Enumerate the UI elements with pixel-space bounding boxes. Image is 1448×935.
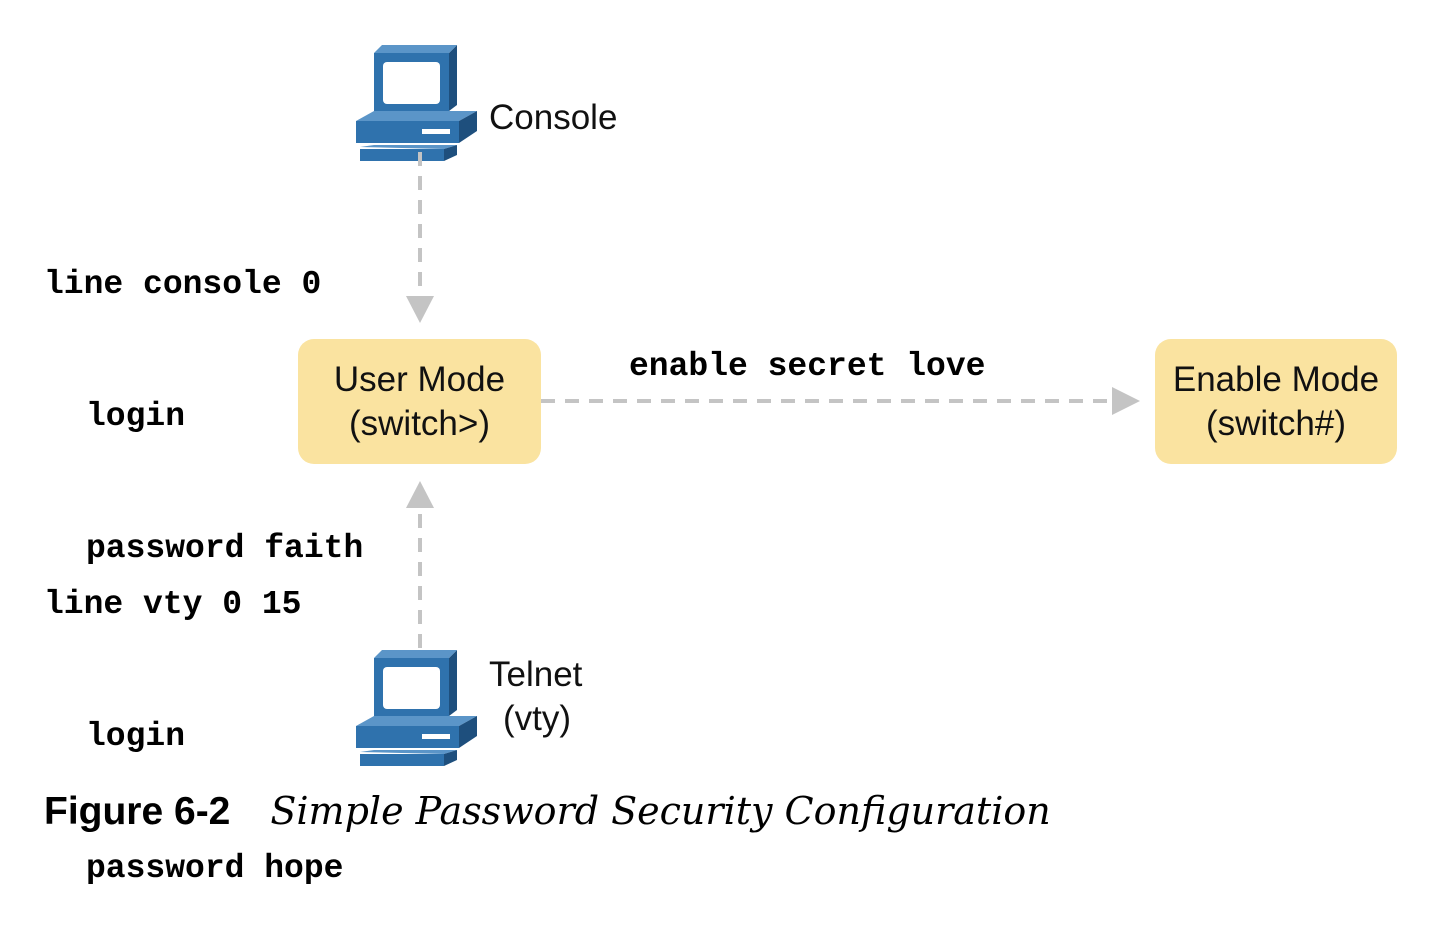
figure-caption: Figure 6-2 Simple Password Security Confi… [44, 784, 1051, 847]
enable-secret-command: enable secret love [629, 348, 986, 385]
console-config: line console 0 login password faith [44, 175, 363, 615]
console-config-line: line console 0 [44, 266, 322, 303]
enable-mode-prompt: (switch#) [1205, 403, 1347, 443]
vty-config: line vty 0 15 login password hope [44, 495, 343, 935]
console-label: Console [489, 98, 618, 137]
vty-label: (vty) [503, 699, 572, 738]
enable-mode-title: Enable Mode [1172, 359, 1380, 399]
vty-config-password: password hope [86, 850, 344, 887]
figure-title: Simple Password Security Configuration [270, 789, 1051, 833]
vty-config-line: line vty 0 15 [44, 586, 302, 623]
telnet-computer-icon [356, 650, 477, 766]
console-config-password: password faith [86, 530, 364, 567]
user-mode-box: User Mode (switch>) [298, 339, 541, 464]
vty-config-login: login [86, 718, 186, 755]
user-mode-prompt: (switch>) [349, 403, 490, 443]
enable-mode-box: Enable Mode (switch#) [1155, 339, 1397, 464]
user-mode-title: User Mode [333, 359, 506, 399]
figure-number: Figure 6-2 [44, 790, 231, 833]
diagram-canvas [356, 45, 1140, 766]
console-config-login: login [86, 398, 186, 435]
console-computer-icon [356, 45, 477, 161]
telnet-label: Telnet [489, 655, 583, 694]
